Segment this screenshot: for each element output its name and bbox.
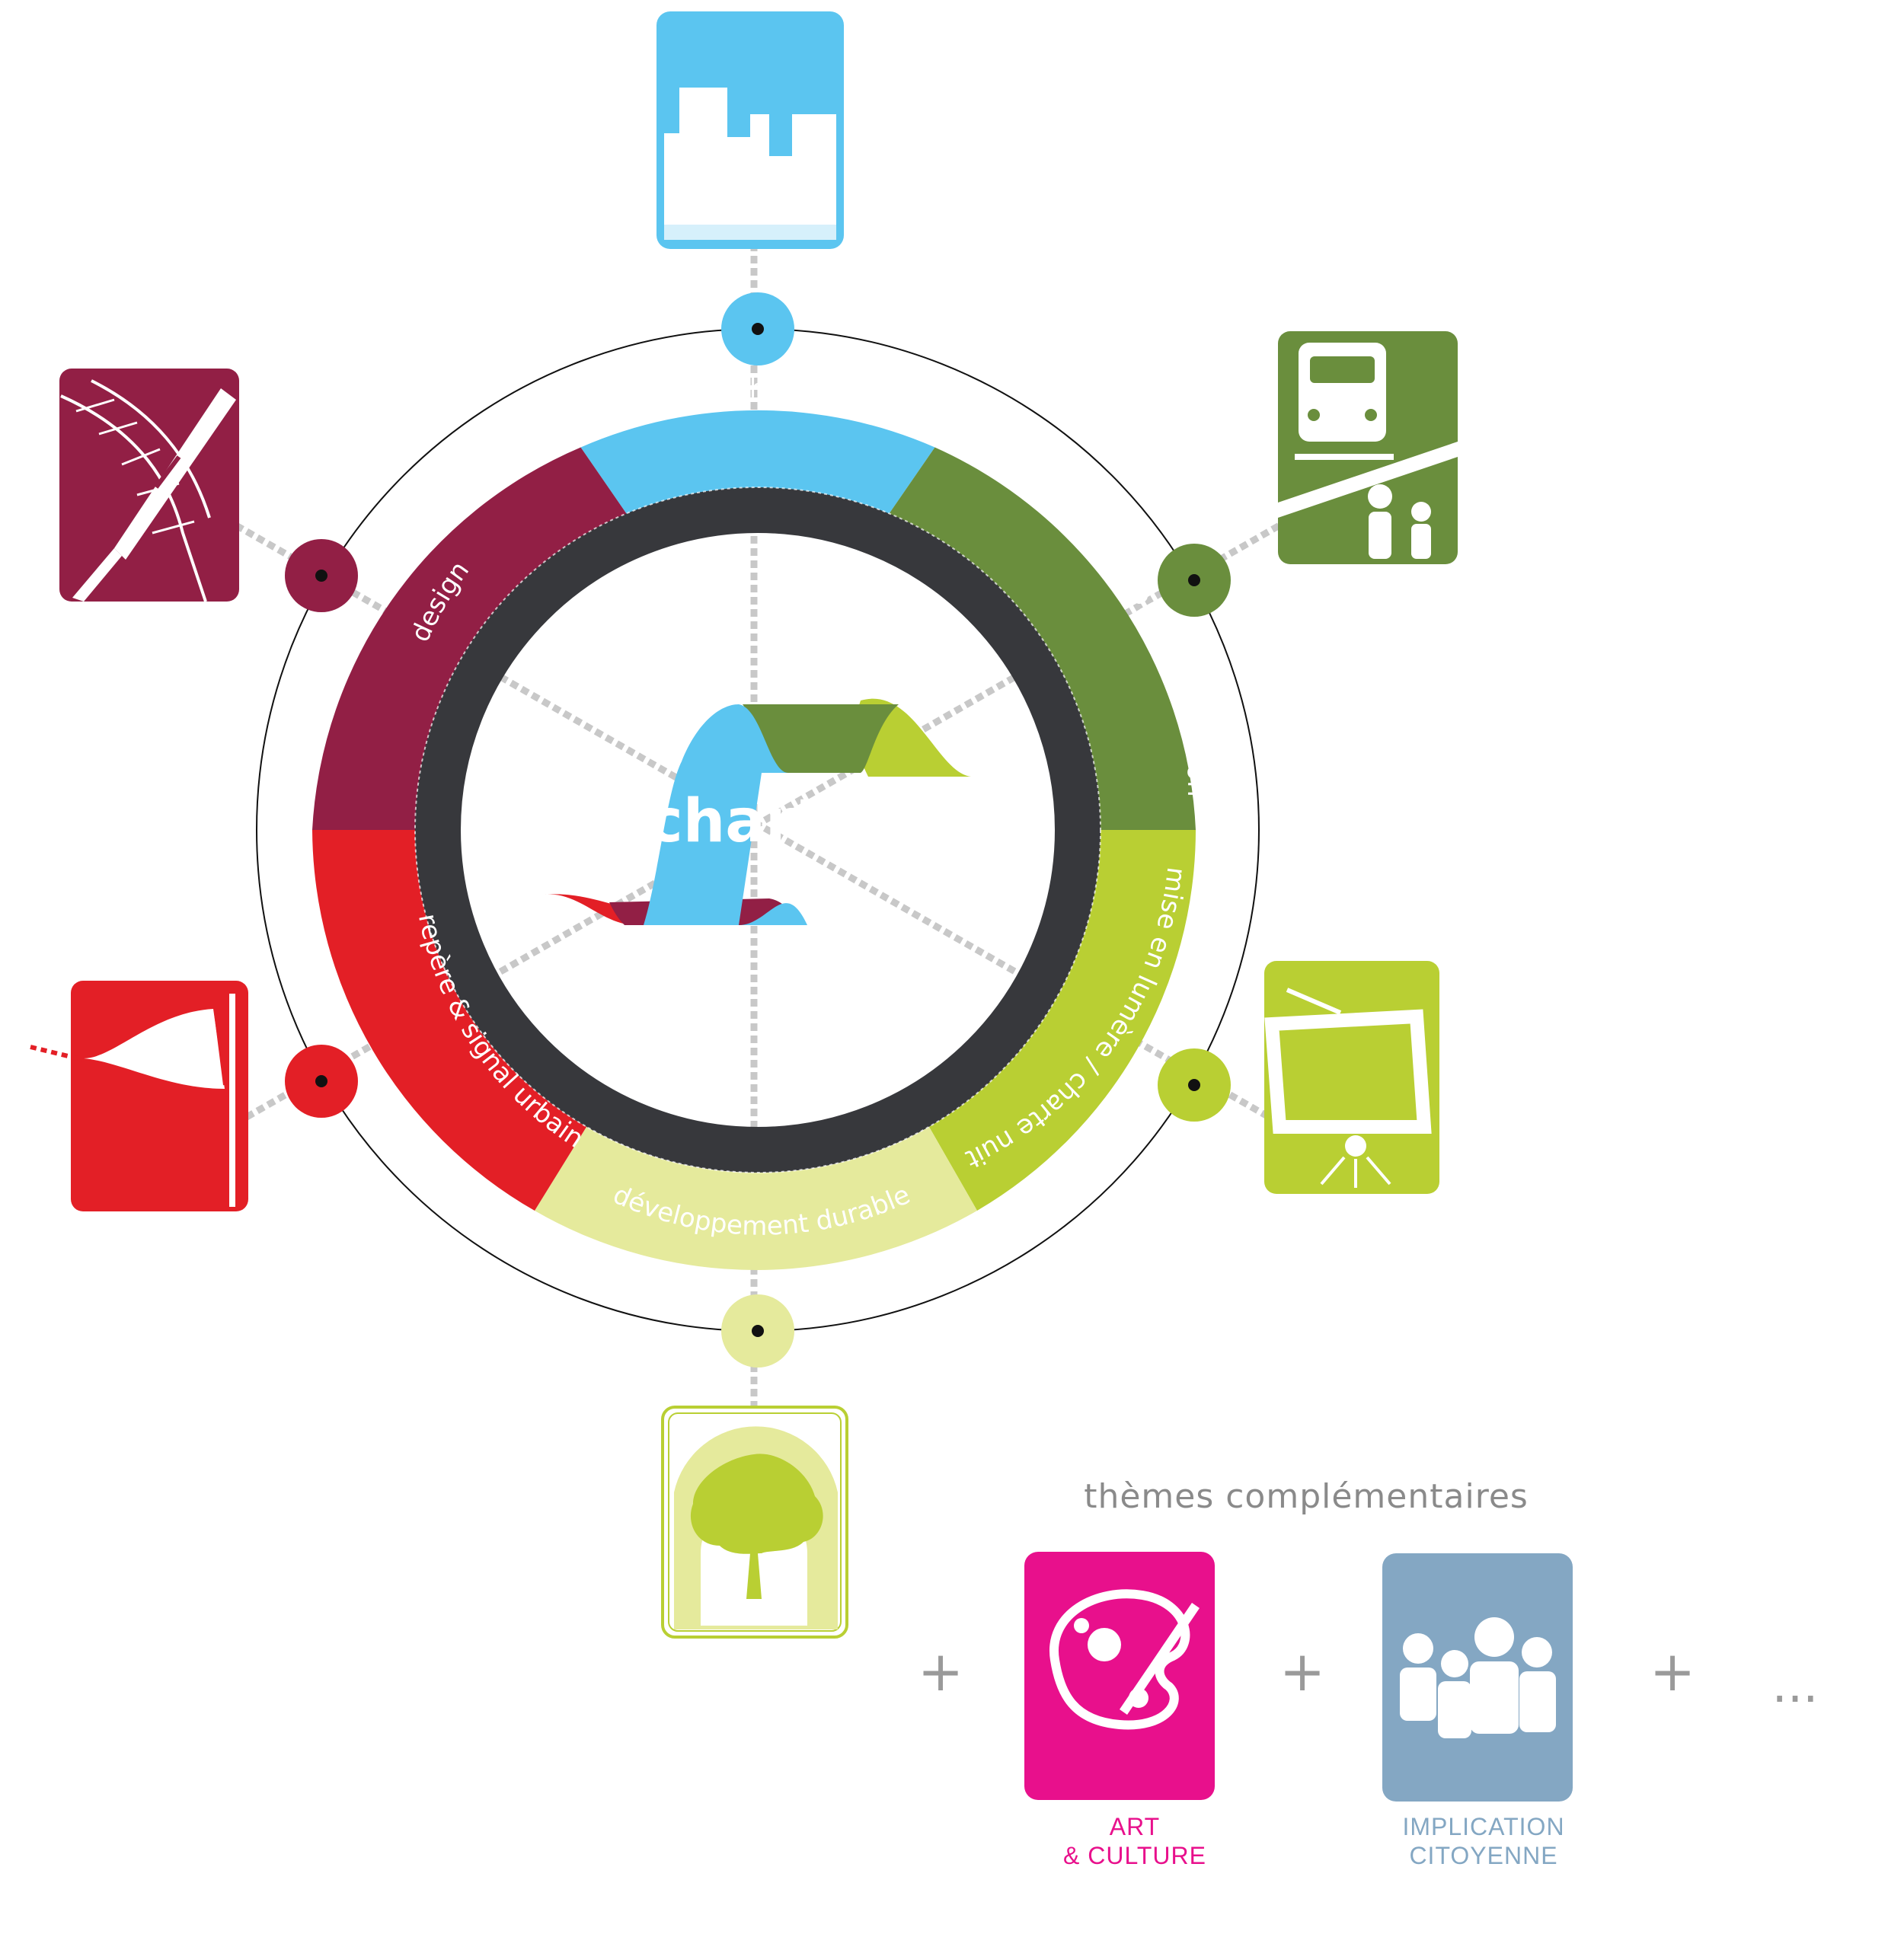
segment-durable [535,1127,977,1270]
lit-billboard-icon [1264,961,1439,1194]
plus-sign-2: + [1279,1639,1325,1703]
inner-dark-ring [415,487,1101,1173]
nodes [285,292,1231,1368]
citizen-caption-line1: IMPLICATION [1402,1813,1564,1840]
segment-repere [312,830,586,1211]
art-caption-line1: ART [1110,1813,1160,1840]
pen-railway-icon [59,369,239,602]
center-word: charte [647,787,863,856]
tree-icon [661,1406,848,1639]
plus-sign-3: + [1650,1639,1695,1703]
art-caption-line2: & CULTURE [1063,1842,1206,1869]
charte-logo: charte [545,698,971,925]
ellipsis: ... [1771,1658,1818,1714]
citizen-caption-line2: CITOYENNE [1409,1842,1557,1869]
train-pedestrians-icon [1278,331,1458,564]
segment-lumiere [929,830,1196,1211]
people-group-icon [1382,1553,1573,1802]
building-silhouette-icon [656,11,844,249]
windsock-icon [30,981,248,1211]
plus-sign-1: + [918,1639,963,1703]
palette-icon [1024,1552,1215,1800]
complementary-title: thèmes complémentaires [1084,1477,1529,1516]
